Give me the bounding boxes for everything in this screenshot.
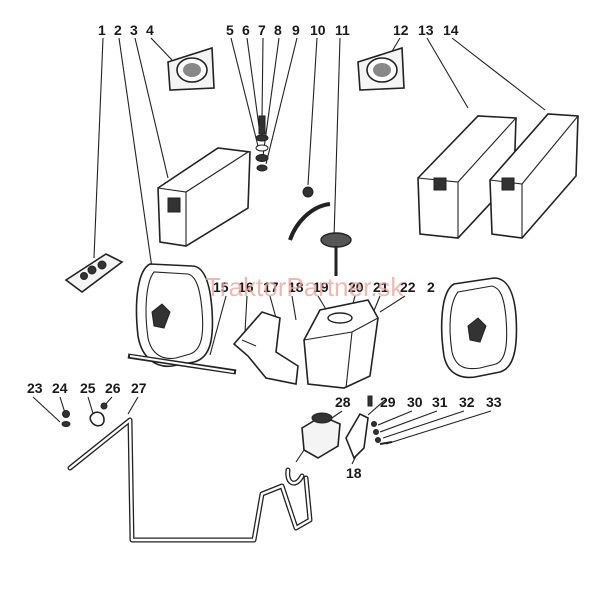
callout-21: 21 bbox=[373, 279, 389, 295]
callout-31: 31 bbox=[432, 394, 448, 410]
callout-17: 17 bbox=[263, 279, 279, 295]
callout-labels-top: 1 2 3 4 5 6 7 8 9 10 11 12 13 14 bbox=[98, 22, 459, 38]
callout-14: 14 bbox=[443, 22, 459, 38]
callout-20: 20 bbox=[348, 279, 364, 295]
callout-2: 2 bbox=[114, 22, 122, 38]
callout-5: 5 bbox=[226, 22, 234, 38]
callout-25: 25 bbox=[80, 380, 96, 396]
callout-27: 27 bbox=[131, 380, 147, 396]
left-lamp-bezel bbox=[167, 46, 215, 91]
callout-8: 8 bbox=[274, 22, 282, 38]
callout-2b: 2 bbox=[427, 279, 435, 295]
callout-13: 13 bbox=[418, 22, 434, 38]
callout-30: 30 bbox=[407, 394, 423, 410]
right-toolbox-14 bbox=[489, 113, 579, 239]
tank-bracket bbox=[232, 311, 299, 385]
callout-9: 9 bbox=[292, 22, 300, 38]
callout-labels-low-left: 23 24 25 26 27 bbox=[27, 380, 147, 396]
left-toolbox bbox=[157, 147, 251, 247]
callout-4: 4 bbox=[146, 22, 154, 38]
callout-16: 16 bbox=[238, 279, 254, 295]
callout-labels-low-right: 28 29 30 31 32 33 18 bbox=[335, 394, 502, 481]
callout-29: 29 bbox=[380, 394, 396, 410]
watermark: TraktorPartner.sk bbox=[205, 272, 404, 302]
callout-labels-mid: 15 16 17 18 19 20 21 22 2 bbox=[213, 279, 435, 295]
callout-18b: 18 bbox=[346, 465, 362, 481]
hose-clip bbox=[288, 186, 331, 241]
small-lamp bbox=[64, 253, 124, 293]
pump-bracket bbox=[345, 395, 393, 460]
callout-26: 26 bbox=[105, 380, 121, 396]
callout-11: 11 bbox=[335, 22, 350, 38]
callout-3: 3 bbox=[130, 22, 138, 38]
callout-6: 6 bbox=[242, 22, 250, 38]
callout-7: 7 bbox=[258, 22, 266, 38]
leader-lines bbox=[32, 37, 546, 465]
fuel-pump bbox=[295, 412, 341, 463]
callout-12: 12 bbox=[393, 22, 409, 38]
strap bbox=[127, 353, 237, 375]
fuel-lines bbox=[67, 417, 313, 543]
callout-18: 18 bbox=[288, 279, 304, 295]
callout-19: 19 bbox=[313, 279, 329, 295]
callout-22: 22 bbox=[400, 279, 416, 295]
callout-32: 32 bbox=[459, 394, 475, 410]
fuel-tank bbox=[303, 299, 379, 389]
callout-24: 24 bbox=[52, 380, 68, 396]
callout-15: 15 bbox=[213, 279, 229, 295]
callout-1: 1 bbox=[98, 22, 106, 38]
left-cover-panel bbox=[135, 263, 214, 368]
callout-10: 10 bbox=[310, 22, 326, 38]
bolt-stack bbox=[255, 115, 269, 172]
callout-33: 33 bbox=[486, 394, 502, 410]
fittings-left bbox=[61, 402, 108, 427]
callout-28: 28 bbox=[335, 394, 351, 410]
filler-cap bbox=[320, 232, 352, 276]
right-lamp-bezel bbox=[357, 46, 405, 91]
callout-23: 23 bbox=[27, 380, 43, 396]
right-cover-panel bbox=[440, 277, 518, 379]
